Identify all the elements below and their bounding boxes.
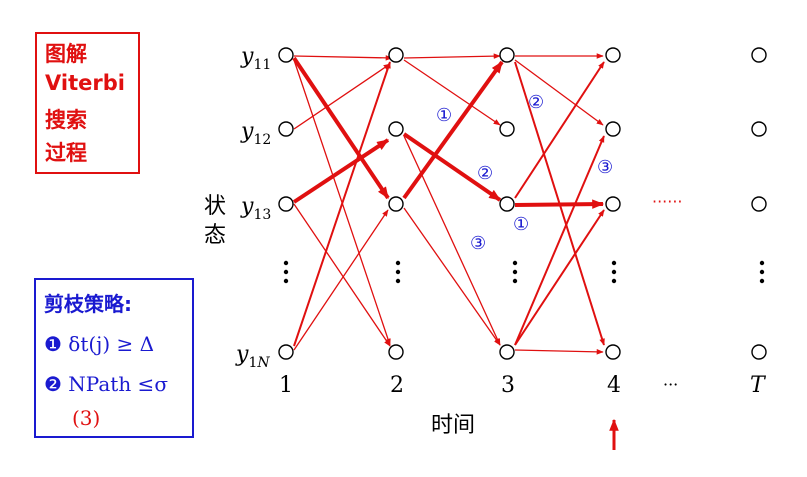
thin-transition-edges (293, 53, 604, 355)
time-label-T: T (750, 373, 767, 398)
time-label-4: 4 (607, 373, 621, 398)
time-label-1: 1 (279, 373, 293, 398)
step-marker-1b: ① (513, 214, 529, 235)
title-line-1: 图解 (45, 42, 87, 66)
state-label-y12: y12 (240, 119, 271, 148)
state-axis-label-1: 状 (204, 194, 226, 219)
step-marker-2b: ② (477, 163, 493, 184)
state-axis-label-2: 态 (204, 223, 226, 248)
time-axis-label: 时间 (431, 413, 475, 438)
state-label-y1N: y1N (235, 342, 270, 371)
time-label-2: 2 (390, 373, 404, 398)
title-line-2: Viterbi (45, 71, 125, 95)
rule-2-note: (3) (72, 406, 101, 430)
rule-1-marker: ❶ (44, 332, 62, 356)
rule-2: ❷ NPath ≤σ (44, 372, 168, 396)
step-markers: ① ② ② ① ③ ③ (436, 92, 613, 254)
horizontal-ellipsis: ······ (652, 192, 683, 211)
title-box: 图解 Viterbi 搜索 过程 (35, 32, 140, 174)
rule-1: ❶ δt(j) ≥ Δ (44, 332, 154, 356)
title-line-4: 过程 (45, 141, 87, 165)
rule-2-text: NPath ≤σ (68, 372, 168, 396)
state-label-y11: y11 (240, 44, 271, 73)
bold-path-edges (292, 56, 605, 209)
step-marker-2a: ② (528, 92, 544, 113)
time-label-ellipsis: ··· (663, 375, 678, 394)
step-marker-3b: ③ (597, 157, 613, 178)
step-marker-3a: ③ (470, 233, 486, 254)
rule-2-marker: ❷ (44, 372, 62, 396)
medium-transition-edges (293, 61, 605, 347)
trellis-nodes (278, 47, 767, 360)
time-labels: 1 2 3 4 ··· T (279, 373, 767, 398)
state-labels: y11 y12 y13 y1N (235, 44, 271, 371)
time-label-3: 3 (501, 373, 515, 398)
state-label-y13: y13 (240, 194, 271, 223)
vertical-ellipsis-dots (283, 260, 765, 284)
rule-1-text: δt(j) ≥ Δ (68, 332, 155, 356)
pruning-strategy-box: 剪枝策略: ❶ δt(j) ≥ Δ ❷ NPath ≤σ (3) (34, 278, 194, 438)
title-line-3: 搜索 (45, 108, 87, 132)
pruning-title: 剪枝策略: (44, 292, 132, 316)
step-marker-1a: ① (436, 105, 452, 126)
